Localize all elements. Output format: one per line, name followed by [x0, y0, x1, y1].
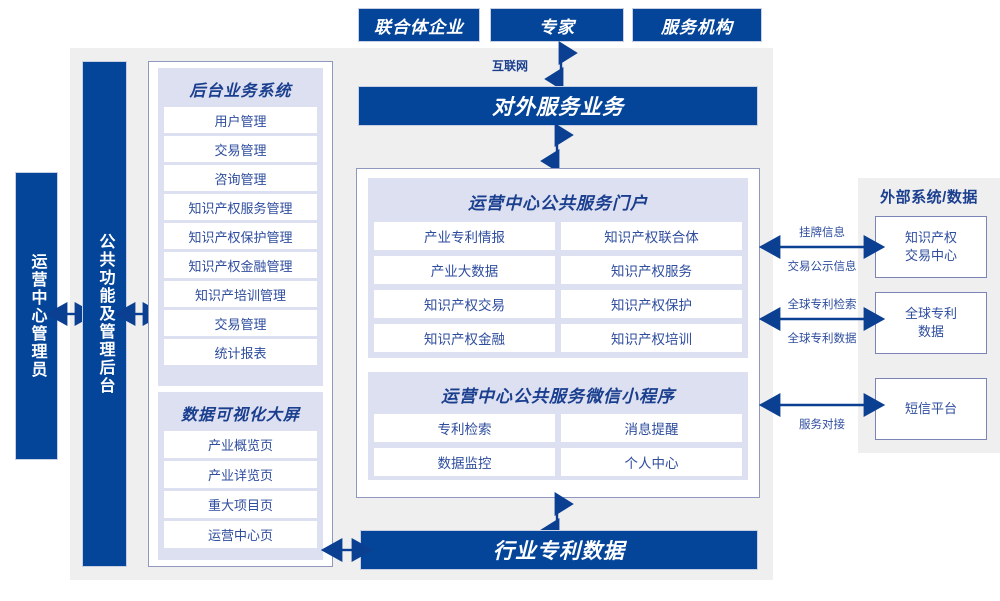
- connector-label-service-docking: 服务对接: [799, 419, 845, 431]
- actor-box-expert: 专家: [490, 8, 624, 42]
- portal-cell[interactable]: 产业专利情报: [374, 222, 555, 250]
- connector-label-listing-info: 挂牌信息: [799, 227, 845, 239]
- connector-label-global-patent-data: 全球专利数据: [787, 333, 857, 345]
- backoffice-item[interactable]: 知识产权金融管理: [164, 252, 317, 278]
- service-to-portal-arrow: [540, 123, 574, 173]
- external-systems-title: 外部系统/数据: [880, 189, 978, 206]
- backoffice-item[interactable]: 交易管理: [164, 310, 317, 336]
- miniprogram-cell[interactable]: 消息提醒: [561, 414, 742, 442]
- portal-group: 运营中心公共服务门户 产业专利情报 知识产权联合体 产业大数据 知识产权服务 知…: [368, 178, 748, 358]
- backoffice-group: 后台业务系统 用户管理 交易管理 咨询管理 知识产权服务管理 知识产权保护管理 …: [158, 68, 323, 386]
- admin-to-common-arrow: [45, 302, 97, 326]
- miniprogram-cell[interactable]: 专利检索: [374, 414, 555, 442]
- internet-connector-arrow: [544, 41, 578, 91]
- connector-sms-arrow: [758, 393, 886, 417]
- operation-center-admin-box: 运营中心管理员: [15, 172, 58, 460]
- dataviz-title: 数据可视化大屏: [180, 407, 300, 424]
- dataviz-item[interactable]: 重大项目页: [164, 491, 317, 518]
- industry-patent-data-bar: 行业专利数据: [360, 530, 758, 570]
- backoffice-to-data-arrow: [320, 538, 374, 562]
- backoffice-title: 后台业务系统: [189, 83, 292, 100]
- dataviz-item[interactable]: 产业详览页: [164, 461, 317, 488]
- portal-cell[interactable]: 知识产权保护: [561, 290, 742, 318]
- external-box-ip-trading-center: 知识产权交易中心: [875, 216, 987, 278]
- portal-cell[interactable]: 知识产权交易: [374, 290, 555, 318]
- miniprogram-cell[interactable]: 个人中心: [561, 448, 742, 476]
- miniprogram-cell[interactable]: 数据监控: [374, 448, 555, 476]
- dataviz-group: 数据可视化大屏 产业概览页 产业详览页 重大项目页 运营中心页: [158, 392, 323, 560]
- external-service-bar: 对外服务业务: [358, 86, 758, 126]
- backoffice-item[interactable]: 统计报表: [164, 339, 317, 365]
- actor-box-service-agency: 服务机构: [632, 8, 762, 42]
- actor-label: 服务机构: [661, 17, 733, 37]
- dataviz-item[interactable]: 运营中心页: [164, 521, 317, 548]
- portal-cell[interactable]: 知识产权金融: [374, 324, 555, 352]
- backoffice-item[interactable]: 咨询管理: [164, 165, 317, 191]
- connector-global-patent-arrow: [758, 307, 886, 331]
- portal-cell-grid: 产业专利情报 知识产权联合体 产业大数据 知识产权服务 知识产权交易 知识产权保…: [374, 222, 742, 352]
- external-box-label: 知识产权交易中心: [904, 230, 957, 263]
- connector-ip-trading-arrow: [758, 235, 886, 259]
- backoffice-item[interactable]: 用户管理: [164, 107, 317, 133]
- actor-box-union-enterprise: 联合体企业: [358, 8, 480, 42]
- miniprogram-group: 运营中心公共服务微信小程序 专利检索 消息提醒 数据监控 个人中心: [368, 372, 748, 480]
- external-box-sms-platform: 短信平台: [875, 378, 987, 440]
- backoffice-item[interactable]: 知识产权保护管理: [164, 223, 317, 249]
- common-functions-bar: 公共功能及管理后台: [82, 61, 127, 567]
- portal-to-data-arrow: [540, 492, 574, 542]
- external-box-label: 短信平台: [904, 401, 957, 417]
- backoffice-item[interactable]: 知识产培训管理: [164, 281, 317, 307]
- admin-label: 运营中心管理员: [28, 253, 46, 379]
- backoffice-item[interactable]: 知识产权服务管理: [164, 194, 317, 220]
- backoffice-list: 用户管理 交易管理 咨询管理 知识产权服务管理 知识产权保护管理 知识产权金融管…: [164, 107, 317, 365]
- portal-cell[interactable]: 产业大数据: [374, 256, 555, 284]
- external-box-label: 全球专利数据: [904, 306, 957, 339]
- miniprogram-title: 运营中心公共服务微信小程序: [441, 387, 675, 406]
- connector-label-trade-public-info: 交易公示信息: [787, 261, 857, 273]
- portal-cell[interactable]: 知识产权培训: [561, 324, 742, 352]
- miniprogram-cell-grid: 专利检索 消息提醒 数据监控 个人中心: [374, 414, 742, 476]
- external-service-label: 对外服务业务: [492, 96, 624, 119]
- dataviz-item[interactable]: 产业概览页: [164, 431, 317, 458]
- portal-cell[interactable]: 知识产权服务: [561, 256, 742, 284]
- industry-data-label: 行业专利数据: [493, 540, 625, 563]
- actor-label: 联合体企业: [374, 17, 464, 37]
- internet-label: 互联网: [492, 59, 529, 73]
- external-box-global-patent-data: 全球专利数据: [875, 292, 987, 354]
- common-to-backoffice-arrow: [113, 302, 165, 326]
- backoffice-item[interactable]: 交易管理: [164, 136, 317, 162]
- common-functions-label: 公共功能及管理后台: [96, 233, 114, 395]
- portal-title: 运营中心公共服务门户: [468, 194, 648, 213]
- actor-label: 专家: [539, 17, 575, 37]
- connector-label-global-patent-search: 全球专利检索: [787, 299, 857, 311]
- dataviz-list: 产业概览页 产业详览页 重大项目页 运营中心页: [164, 431, 317, 548]
- portal-cell[interactable]: 知识产权联合体: [561, 222, 742, 250]
